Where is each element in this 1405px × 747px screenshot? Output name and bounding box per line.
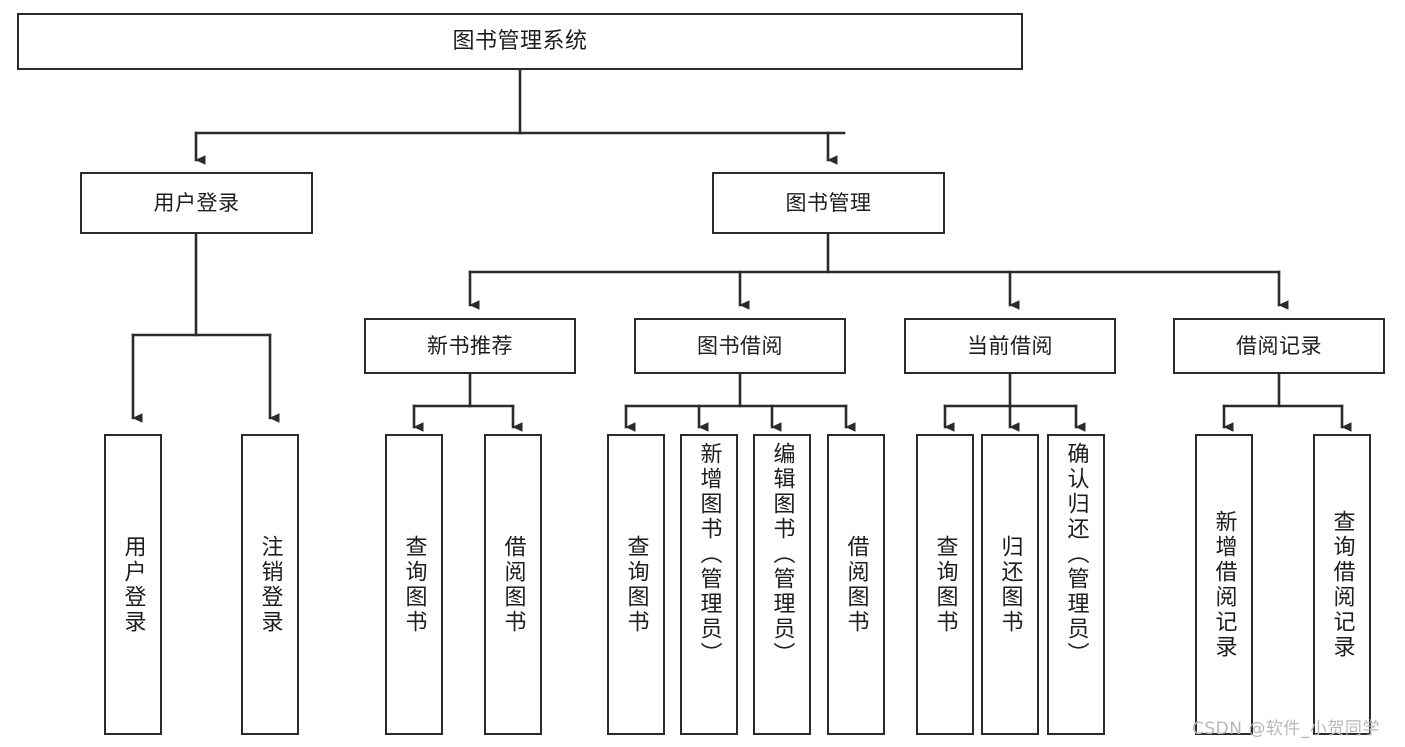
node-leaf-query-book-3[interactable]: 查询图书 xyxy=(916,434,974,735)
node-label: 查询图书 xyxy=(401,534,427,635)
node-label: 新增图书（管理员） xyxy=(696,442,722,667)
node-leaf-add-record[interactable]: 新增借阅记录 xyxy=(1195,434,1253,735)
node-label: 借阅图书 xyxy=(500,534,526,635)
node-label: 查询图书 xyxy=(932,534,958,635)
node-root[interactable]: 图书管理系统 xyxy=(17,13,1023,70)
node-leaf-query-book-2[interactable]: 查询图书 xyxy=(607,434,665,735)
node-label: 借阅图书 xyxy=(843,534,869,635)
node-label: 新书推荐 xyxy=(427,333,513,358)
node-label: 用户登录 xyxy=(120,534,146,635)
node-label: 图书借阅 xyxy=(697,333,783,358)
node-label: 图书管理系统 xyxy=(452,28,588,54)
node-leaf-borrow-book-1[interactable]: 借阅图书 xyxy=(484,434,542,735)
node-label: 图书管理 xyxy=(785,190,872,215)
node-label: 归还图书 xyxy=(997,534,1023,635)
node-leaf-query-book-1[interactable]: 查询图书 xyxy=(385,434,443,735)
node-current-borrow[interactable]: 当前借阅 xyxy=(904,318,1116,374)
node-leaf-user-login[interactable]: 用户登录 xyxy=(104,434,162,735)
node-label: 注销登录 xyxy=(257,534,283,635)
node-label: 用户登录 xyxy=(153,190,240,215)
node-borrow-record[interactable]: 借阅记录 xyxy=(1173,318,1385,374)
node-leaf-edit-book[interactable]: 编辑图书（管理员） xyxy=(753,434,811,735)
node-label: 当前借阅 xyxy=(967,333,1053,358)
node-leaf-confirm-return[interactable]: 确认归还（管理员） xyxy=(1047,434,1105,735)
node-new-book-recommend[interactable]: 新书推荐 xyxy=(364,318,576,374)
node-leaf-query-record[interactable]: 查询借阅记录 xyxy=(1313,434,1371,735)
node-label: 查询图书 xyxy=(623,534,649,635)
node-label: 借阅记录 xyxy=(1236,333,1322,358)
node-leaf-borrow-book-2[interactable]: 借阅图书 xyxy=(827,434,885,735)
node-book-borrow[interactable]: 图书借阅 xyxy=(634,318,846,374)
node-user-login[interactable]: 用户登录 xyxy=(80,172,313,234)
node-label: 编辑图书（管理员） xyxy=(769,442,795,667)
node-leaf-return-book[interactable]: 归还图书 xyxy=(981,434,1039,735)
node-label: 查询借阅记录 xyxy=(1329,509,1355,660)
csdn-watermark: CSDN @软件_小贺同学 xyxy=(1192,719,1380,739)
node-label: 确认归还（管理员） xyxy=(1063,442,1089,667)
node-leaf-user-logout[interactable]: 注销登录 xyxy=(241,434,299,735)
node-label: 新增借阅记录 xyxy=(1211,509,1237,660)
node-leaf-add-book[interactable]: 新增图书（管理员） xyxy=(680,434,738,735)
node-book-manage[interactable]: 图书管理 xyxy=(712,172,945,234)
